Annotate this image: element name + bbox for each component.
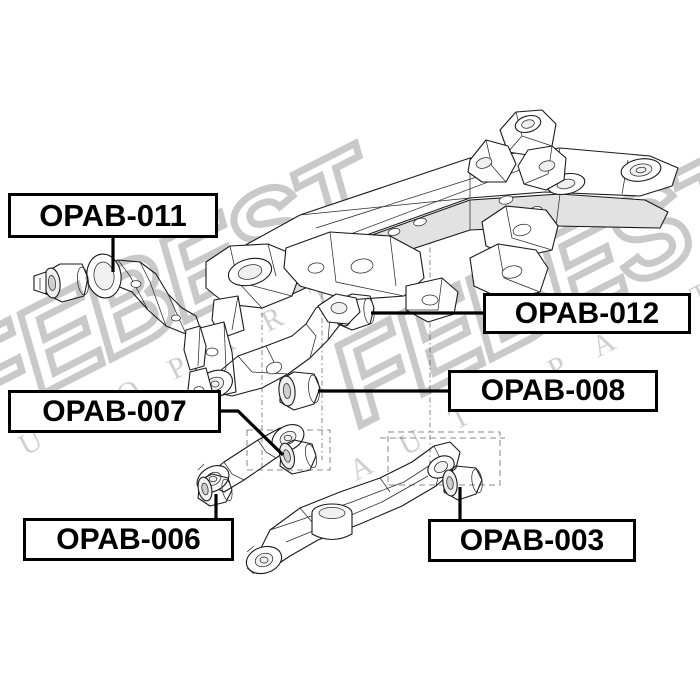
part-bushing-opab-011	[33, 263, 89, 303]
part-number-text: OPAB-006	[56, 522, 201, 556]
part-number-text: OPAB-008	[480, 374, 626, 407]
part-label-opab-011[interactable]: OPAB-011	[8, 193, 218, 238]
part-label-opab-003[interactable]: OPAB-003	[428, 519, 636, 562]
part-label-opab-007[interactable]: OPAB-007	[8, 390, 221, 433]
part-label-opab-008[interactable]: OPAB-008	[448, 370, 658, 412]
part-bushing-opab-007	[278, 439, 318, 475]
subframe-centre-plate	[283, 231, 459, 323]
leader-lines	[111, 238, 483, 519]
part-number-text: OPAB-007	[42, 394, 187, 428]
differential-mount-assembly	[467, 109, 567, 301]
part-number-text: OPAB-003	[459, 523, 605, 557]
trailing-arm	[245, 441, 461, 575]
part-number-text: OPAB-012	[514, 296, 660, 330]
part-label-opab-006[interactable]: OPAB-006	[23, 518, 234, 561]
part-number-text: OPAB-011	[39, 198, 187, 233]
part-bushing-opab-008	[278, 371, 321, 411]
part-label-opab-012[interactable]: OPAB-012	[483, 293, 691, 334]
lateral-rod	[196, 424, 305, 495]
part-bushing-opab-006	[197, 473, 233, 507]
upper-arm-left	[33, 253, 201, 335]
part-bushing-opab-003	[442, 465, 483, 501]
